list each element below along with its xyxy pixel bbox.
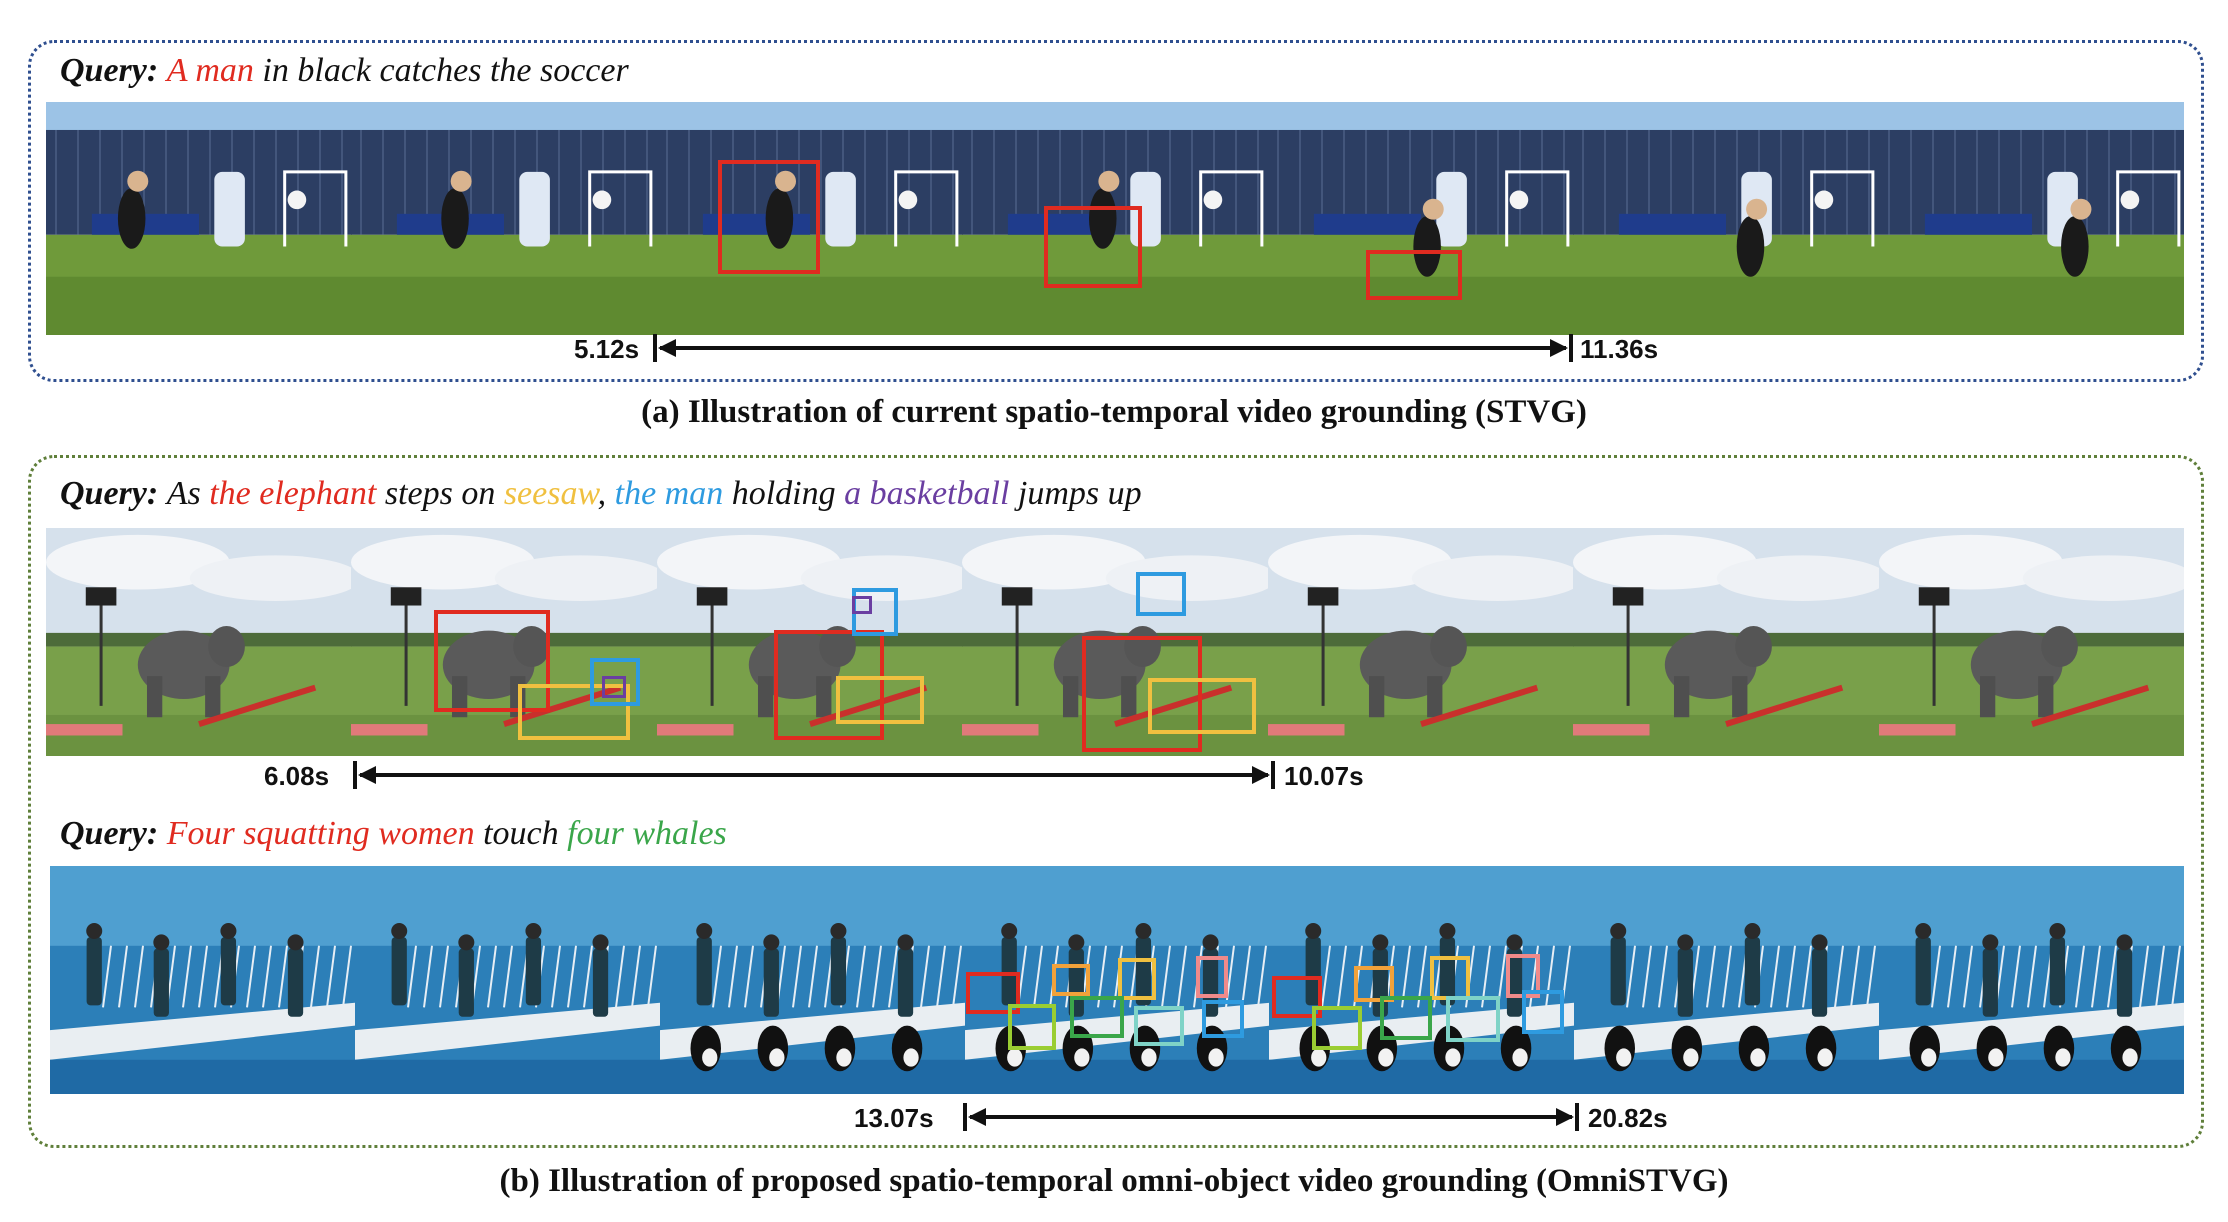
bbox-whale bbox=[1008, 1004, 1056, 1050]
soccer-frame bbox=[351, 102, 658, 335]
whale-frame bbox=[354, 866, 660, 1094]
soccer-frame bbox=[1878, 102, 2184, 335]
bbox-whale bbox=[1070, 996, 1124, 1038]
bbox-whale bbox=[1134, 1006, 1184, 1046]
soccer-frame bbox=[1267, 102, 1574, 335]
bbox-man bbox=[1136, 572, 1186, 616]
whale-frame bbox=[50, 866, 355, 1094]
query-phrase: touch bbox=[474, 815, 568, 852]
whale-frame bbox=[1879, 866, 2184, 1094]
elephant-frame bbox=[656, 528, 963, 756]
bbox-whale bbox=[1312, 1006, 1362, 1050]
query-phrase: four whales bbox=[567, 815, 727, 852]
query-phrase: in black catches the soccer bbox=[253, 52, 629, 89]
temporal-arrow-whales bbox=[963, 1103, 1579, 1131]
bbox-man bbox=[718, 160, 820, 274]
bbox-basketball bbox=[602, 676, 626, 698]
bbox-woman bbox=[966, 972, 1020, 1014]
bbox-woman bbox=[1196, 956, 1228, 998]
start-time-elephant: 6.08s bbox=[264, 761, 330, 791]
elephant-frame bbox=[1267, 528, 1574, 756]
bbox-woman bbox=[1052, 964, 1090, 996]
query-phrase: the man bbox=[614, 475, 724, 512]
elephant-frame bbox=[46, 528, 352, 756]
bbox-woman bbox=[1118, 958, 1156, 1000]
panel-omnistvg bbox=[28, 455, 2204, 1148]
query-phrase: jumps up bbox=[1009, 475, 1142, 512]
query-phrase: Four squatting women bbox=[166, 815, 475, 852]
bbox-whale bbox=[1202, 1000, 1244, 1038]
whale-frame bbox=[964, 866, 1270, 1094]
bbox-seesaw bbox=[1148, 678, 1256, 734]
frame-strip-elephant bbox=[46, 528, 2184, 756]
query-phrase: steps on bbox=[376, 475, 504, 512]
bbox-man bbox=[1044, 206, 1142, 288]
query-phrase: As bbox=[166, 475, 210, 512]
end-time-whales: 20.82s bbox=[1588, 1103, 1668, 1133]
bbox-elephant bbox=[774, 630, 884, 740]
bbox-elephant bbox=[434, 610, 550, 712]
bbox-woman bbox=[1430, 956, 1470, 1000]
soccer-frame bbox=[962, 102, 1269, 335]
temporal-arrow-stvg bbox=[653, 334, 1573, 362]
temporal-arrow-elephant bbox=[353, 761, 1275, 789]
bbox-man bbox=[1366, 250, 1462, 300]
end-time-stvg: 11.36s bbox=[1580, 334, 1659, 364]
elephant-frame bbox=[1878, 528, 2184, 756]
bbox-seesaw bbox=[836, 676, 924, 724]
bbox-whale bbox=[1380, 996, 1432, 1040]
bbox-basketball bbox=[852, 596, 872, 614]
whale-frame bbox=[659, 866, 965, 1094]
query-phrase: holding bbox=[723, 475, 845, 512]
panel-stvg bbox=[28, 40, 2204, 382]
query-phrase: the elephant bbox=[209, 475, 377, 512]
caption-stvg: (a) Illustration of current spatio-tempo… bbox=[641, 394, 1587, 430]
soccer-frame bbox=[656, 102, 963, 335]
query-label: Query: bbox=[60, 815, 167, 852]
bbox-whale bbox=[1522, 990, 1564, 1034]
query-label: Query: bbox=[60, 52, 167, 89]
bbox-woman bbox=[1354, 966, 1394, 1002]
start-time-whales: 13.07s bbox=[854, 1103, 934, 1133]
query-phrase: A man bbox=[166, 52, 254, 89]
query-phrase: , bbox=[597, 475, 615, 512]
bbox-seesaw bbox=[518, 684, 630, 740]
elephant-frame bbox=[351, 528, 658, 756]
query-phrase: a basketball bbox=[844, 475, 1010, 512]
query-elephant: Query: As the elephant steps on seesaw, … bbox=[60, 475, 1142, 513]
soccer-frame bbox=[1573, 102, 1880, 335]
bbox-whale bbox=[1446, 996, 1500, 1042]
bbox-woman bbox=[1272, 976, 1322, 1018]
bbox-man bbox=[590, 658, 640, 706]
frame-strip-stvg bbox=[46, 102, 2184, 335]
query-label: Query: bbox=[60, 475, 167, 512]
end-time-elephant: 10.07s bbox=[1284, 761, 1364, 791]
soccer-frame bbox=[46, 102, 352, 335]
elephant-frame bbox=[1573, 528, 1880, 756]
start-time-stvg: 5.12s bbox=[574, 334, 640, 364]
caption-omnistvg: (b) Illustration of proposed spatio-temp… bbox=[499, 1163, 1729, 1199]
query-stvg: Query: A man in black catches the soccer bbox=[60, 52, 629, 90]
whale-frame bbox=[1574, 866, 1880, 1094]
query-phrase: seesaw bbox=[503, 475, 598, 512]
frame-strip-whales bbox=[50, 866, 2184, 1094]
query-whales: Query: Four squatting women touch four w… bbox=[60, 815, 727, 853]
bbox-elephant bbox=[1082, 636, 1202, 752]
elephant-frame bbox=[962, 528, 1269, 756]
